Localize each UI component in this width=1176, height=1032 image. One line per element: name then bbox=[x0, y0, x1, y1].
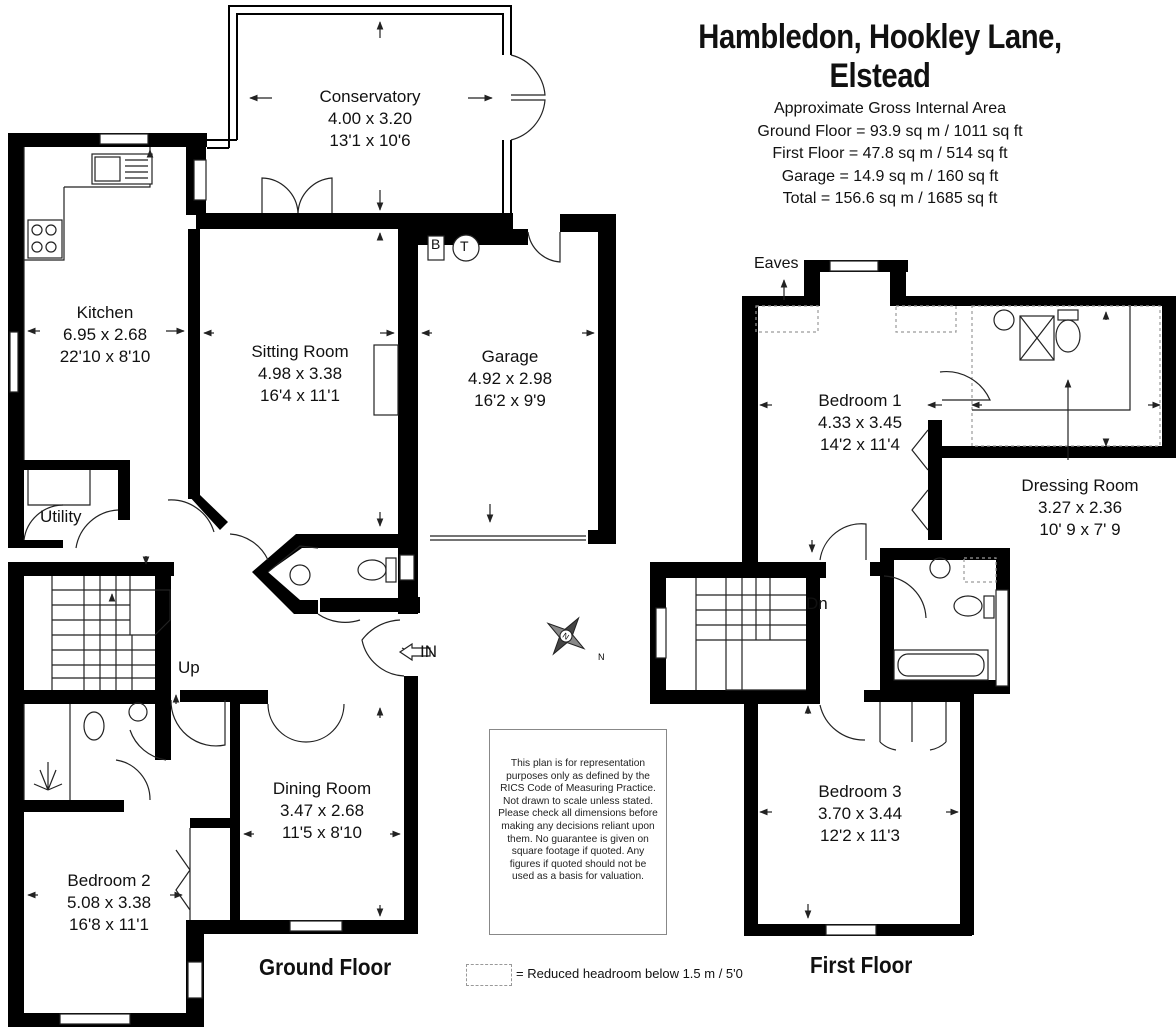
room-name: Bedroom 1 bbox=[818, 391, 902, 410]
room-imperial: 11'5 x 8'10 bbox=[282, 823, 362, 842]
room-metric: 4.92 x 2.98 bbox=[467, 369, 553, 388]
room-metric: 6.95 x 2.68 bbox=[62, 325, 148, 344]
room-imperial: 16'8 x 11'1 bbox=[69, 915, 149, 934]
room-dressing: Dressing Room 3.27 x 2.36 10' 9 x 7' 9 bbox=[1004, 475, 1156, 541]
first-floor-title: First Floor bbox=[810, 952, 913, 978]
reduced-headroom-swatch bbox=[466, 964, 512, 986]
room-name: Garage bbox=[481, 347, 539, 366]
room-garage: Garage 4.92 x 2.98 16'2 x 9'9 bbox=[445, 346, 575, 412]
svg-text:N: N bbox=[561, 631, 571, 642]
room-bedroom-2: Bedroom 2 5.08 x 3.38 16'8 x 11'1 bbox=[44, 870, 174, 936]
ground-floor-details bbox=[9, 54, 586, 1025]
area-first-floor: First Floor = 47.8 sq m / 514 sq ft bbox=[772, 145, 1008, 162]
label-boiler: B bbox=[431, 236, 441, 252]
room-name: Bedroom 2 bbox=[67, 871, 151, 890]
room-imperial: 14'2 x 11'4 bbox=[820, 435, 900, 454]
room-imperial: 10' 9 x 7' 9 bbox=[1039, 520, 1121, 539]
area-garage: Garage = 14.9 sq m / 160 sq ft bbox=[781, 167, 999, 185]
room-conservatory: Conservatory 4.00 x 3.20 13'1 x 10'6 bbox=[300, 86, 440, 152]
area-summary: Approximate Gross Internal Area Ground F… bbox=[700, 98, 1080, 211]
svg-text:N: N bbox=[598, 652, 605, 662]
label-eaves: Eaves bbox=[754, 255, 799, 272]
room-metric: 4.00 x 3.20 bbox=[327, 109, 413, 128]
label-utility: Utility bbox=[40, 507, 82, 526]
ground-floor-walls bbox=[8, 5, 616, 1027]
room-dining: Dining Room 3.47 x 2.68 11'5 x 8'10 bbox=[252, 778, 392, 844]
entrance-arrow bbox=[398, 642, 431, 662]
room-metric: 4.98 x 3.38 bbox=[257, 364, 343, 383]
room-bedroom-1: Bedroom 1 4.33 x 3.45 14'2 x 11'4 bbox=[790, 390, 930, 456]
room-name: Dressing Room bbox=[1021, 476, 1139, 495]
label-entrance: IN bbox=[420, 642, 437, 661]
room-imperial: 22'10 x 8'10 bbox=[59, 347, 151, 366]
area-total: Total = 156.6 sq m / 1685 sq ft bbox=[782, 190, 998, 207]
label-tank: T bbox=[460, 238, 469, 254]
room-name: Bedroom 3 bbox=[818, 782, 902, 801]
first-floor-dimension-arrows bbox=[759, 279, 1161, 919]
room-bedroom-3: Bedroom 3 3.70 x 3.44 12'2 x 11'3 bbox=[790, 781, 930, 847]
room-kitchen: Kitchen 6.95 x 2.68 22'10 x 8'10 bbox=[40, 302, 170, 368]
first-floor-details bbox=[655, 260, 1161, 936]
room-name: Sitting Room bbox=[251, 342, 349, 361]
room-metric: 4.33 x 3.45 bbox=[817, 413, 903, 432]
room-metric: 3.27 x 2.36 bbox=[1037, 498, 1123, 517]
room-sitting: Sitting Room 4.98 x 3.38 16'4 x 11'1 bbox=[230, 341, 370, 407]
room-imperial: 16'4 x 11'1 bbox=[260, 386, 340, 405]
label-up: Up bbox=[178, 658, 200, 677]
area-heading: Approximate Gross Internal Area bbox=[773, 100, 1007, 117]
room-imperial: 16'2 x 9'9 bbox=[474, 391, 546, 410]
area-ground-floor: Ground Floor = 93.9 sq m / 1011 sq ft bbox=[757, 122, 1023, 140]
room-metric: 5.08 x 3.38 bbox=[66, 893, 152, 912]
ground-floor-dimension-arrows bbox=[27, 21, 595, 917]
conservatory-frame bbox=[228, 5, 512, 148]
room-metric: 3.47 x 2.68 bbox=[279, 801, 365, 820]
compass-icon: N bbox=[546, 616, 586, 656]
room-name: Dining Room bbox=[272, 779, 372, 798]
disclaimer-note: This plan is for representation purposes… bbox=[489, 729, 667, 935]
room-name: Conservatory bbox=[319, 87, 421, 106]
label-dn: Dn bbox=[806, 594, 828, 613]
room-imperial: 12'2 x 11'3 bbox=[820, 826, 900, 845]
room-imperial: 13'1 x 10'6 bbox=[329, 131, 411, 150]
page-title: Hambledon, Hookley Lane, Elstead bbox=[698, 18, 1062, 95]
reduced-headroom-legend: = Reduced headroom below 1.5 m / 5'0 bbox=[516, 966, 743, 981]
room-metric: 3.70 x 3.44 bbox=[817, 804, 903, 823]
ground-floor-title: Ground Floor bbox=[259, 954, 392, 980]
room-name: Kitchen bbox=[76, 303, 134, 322]
first-floor-walls bbox=[650, 260, 1176, 936]
